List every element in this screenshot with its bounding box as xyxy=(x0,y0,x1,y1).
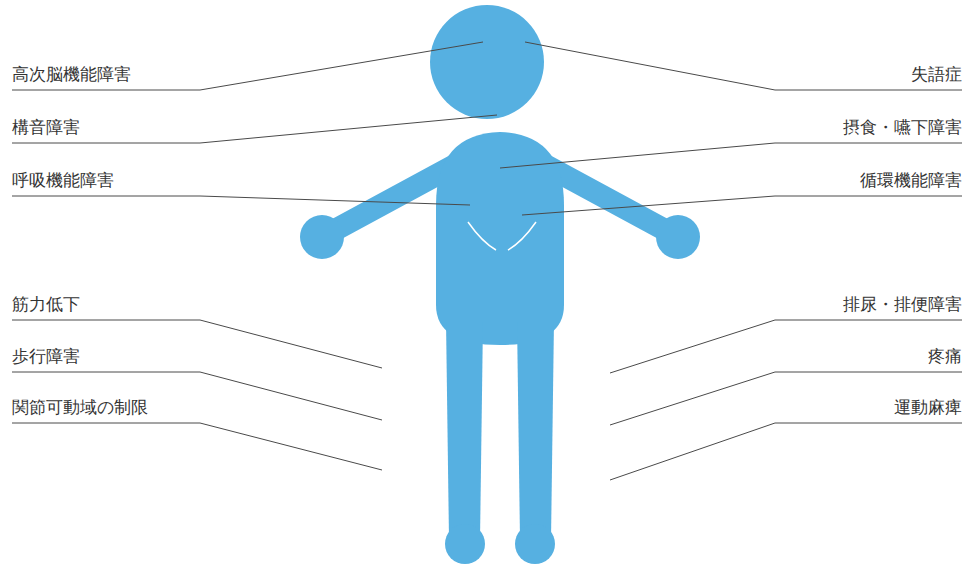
leader-line xyxy=(12,115,497,143)
leader-line xyxy=(500,143,962,168)
right-hand xyxy=(656,215,700,259)
callout-label: 循環機能障害 xyxy=(860,170,962,190)
callout-label: 排尿・排便障害 xyxy=(843,294,962,314)
right-arm xyxy=(545,165,678,237)
chest-curve xyxy=(468,222,496,250)
leader-line xyxy=(610,320,962,373)
callout-label: 失語症 xyxy=(911,64,962,84)
callout-label: 筋力低下 xyxy=(12,294,80,314)
right-leg xyxy=(517,320,554,540)
chest-curve xyxy=(508,222,536,250)
callout-label: 構音障害 xyxy=(12,117,80,137)
leader-line xyxy=(12,423,382,470)
callout-label: 呼吸機能障害 xyxy=(12,170,114,190)
callout-label: 運動麻痺 xyxy=(894,397,962,417)
callout-label: 疼痛 xyxy=(928,346,962,366)
leader-line xyxy=(525,42,962,90)
leader-line xyxy=(12,372,382,420)
leader-line xyxy=(12,196,470,205)
leader-line xyxy=(610,423,962,480)
left-leg xyxy=(446,320,483,540)
callout-label: 関節可動域の制限 xyxy=(12,397,148,417)
right-foot xyxy=(515,524,555,564)
leader-line xyxy=(522,196,962,215)
left-hand xyxy=(300,215,344,259)
left-foot xyxy=(445,524,485,564)
leader-line xyxy=(12,320,382,368)
callout-label: 歩行障害 xyxy=(12,346,80,366)
human-figure xyxy=(300,5,700,564)
leader-lines xyxy=(12,42,962,480)
callout-label: 摂食・嚥下障害 xyxy=(843,117,962,137)
leader-line xyxy=(12,42,483,90)
callout-label: 高次脳機能障害 xyxy=(12,64,131,84)
leader-line xyxy=(610,372,962,425)
chest-lines xyxy=(468,222,536,250)
head xyxy=(430,5,544,119)
